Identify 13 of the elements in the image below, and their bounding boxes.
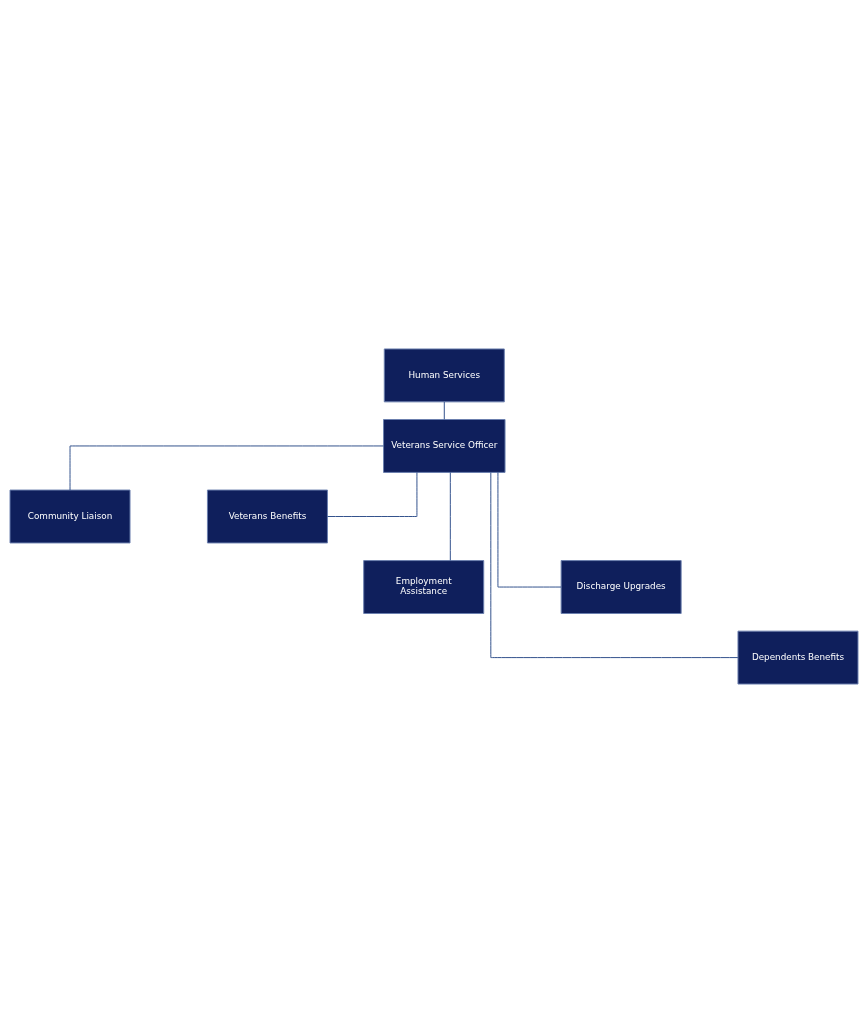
node-box: Dependents Benefits bbox=[737, 630, 859, 685]
node-box: Community Liaison bbox=[9, 489, 131, 544]
connector bbox=[443, 401, 445, 420]
connector bbox=[490, 472, 739, 659]
node-box: Human Services bbox=[383, 348, 505, 403]
connector bbox=[449, 472, 451, 561]
node-box: Discharge Upgrades bbox=[560, 560, 682, 614]
connector bbox=[327, 471, 418, 517]
node-box: Veterans Service Officer bbox=[383, 419, 506, 473]
node-box: Employment Assistance bbox=[363, 560, 485, 614]
node-box: Veterans Benefits bbox=[206, 489, 328, 544]
connector bbox=[497, 472, 562, 588]
connector bbox=[69, 445, 384, 491]
